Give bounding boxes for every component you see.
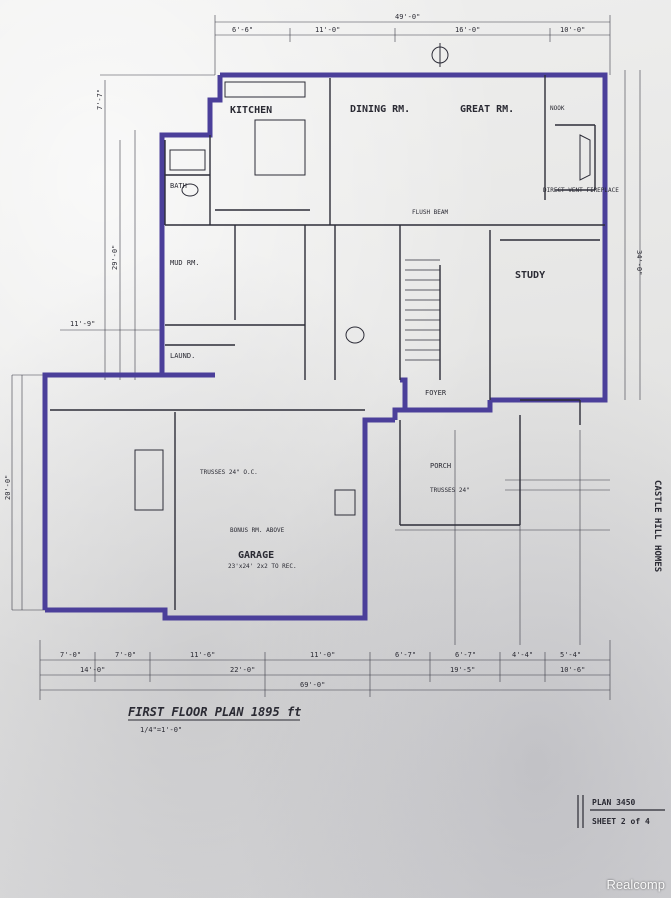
note-nook: NOOK: [550, 105, 565, 112]
room-label-great: GREAT RM.: [460, 104, 514, 115]
plan-scale: 1/4"=1'-0": [140, 726, 182, 734]
dimension-labels: 49'-0" 6'-6" 11'-0" 16'-0" 10'-0" 7'-0" …: [4, 13, 643, 689]
dim-bottom-6: 6'-7": [455, 651, 476, 659]
toilet: [181, 183, 199, 197]
room-label-garage: GARAGE: [238, 550, 274, 561]
plan-title: FIRST FLOOR PLAN 1895 ft: [128, 705, 301, 719]
kitchen-island: [254, 119, 306, 176]
room-label-foyer: FOYER: [425, 389, 447, 397]
fixtures: [134, 43, 591, 516]
room-label-bath: BATH: [170, 182, 187, 190]
interior-walls: [50, 75, 605, 610]
dimension-lines: [11, 15, 641, 700]
dim-left-top: 7'-7": [96, 89, 104, 110]
room-label-study: STUDY: [515, 270, 545, 281]
dim-bottom-row2-d: 10'-6": [560, 666, 585, 674]
note-fireplace: DIRECT VENT FIREPLACE: [543, 187, 619, 194]
powder-toilet: [345, 326, 365, 344]
plan-notes: 23'x24' 2x2 TO REC. TRUSSES 24" O.C. BON…: [200, 105, 619, 570]
dim-top-mid: 11'-0": [315, 26, 340, 34]
note-bonus-room: BONUS RM. ABOVE: [230, 527, 285, 534]
title-block: [577, 795, 665, 828]
dim-bottom-7: 4'-4": [512, 651, 533, 659]
vanity: [169, 149, 206, 171]
dim-bottom-1: 7'-0": [60, 651, 81, 659]
kitchen-counter: [224, 81, 306, 98]
dim-bottom-8: 5'-4": [560, 651, 581, 659]
dim-top-right2: 10'-0": [560, 26, 585, 34]
fireplace: [579, 134, 591, 181]
dim-bottom-2: 7'-0": [115, 651, 136, 659]
stairs: [405, 259, 440, 361]
dim-right-side: 34'-0": [635, 250, 643, 275]
builder-mark: CASTLE HILL HOMES: [652, 480, 662, 572]
dim-left-garage: 20'-0": [4, 475, 12, 500]
garage-stair-landing: [134, 449, 164, 511]
exterior-walls: [42, 72, 608, 621]
room-label-laundry: LAUND.: [170, 352, 195, 360]
realcomp-watermark: Realcomp: [606, 877, 665, 892]
note-porch-trusses: TRUSSES 24": [430, 487, 470, 494]
dim-bottom-3: 11'-6": [190, 651, 215, 659]
dim-top-left: 6'-6": [232, 26, 253, 34]
plan-number: PLAN 3450: [592, 798, 636, 807]
dim-bottom-row2-a: 14'-0": [80, 666, 105, 674]
dim-top-right1: 16'-0": [455, 26, 480, 34]
note-garage-size: 23'x24' 2x2 TO REC.: [228, 563, 297, 570]
sheet-number: SHEET 2 of 4: [592, 817, 650, 826]
dim-bottom-overall: 69'-0": [300, 681, 325, 689]
dim-left-low: 11'-9": [70, 320, 95, 328]
garage-step: [334, 489, 356, 516]
note-garage-trusses: TRUSSES 24" O.C.: [200, 469, 258, 476]
room-labels: KITCHEN DINING RM. GREAT RM. BATH MUD RM…: [170, 104, 545, 561]
dim-bottom-row2-b: 22'-0": [230, 666, 255, 674]
room-label-mudroom: MUD RM.: [170, 259, 200, 267]
note-flush-beam: FLUSH BEAM: [412, 209, 449, 216]
dim-bottom-row2-c: 19'-5": [450, 666, 475, 674]
dim-top-overall: 49'-0": [395, 13, 420, 21]
room-label-porch: PORCH: [430, 462, 451, 470]
room-label-dining: DINING RM.: [350, 104, 410, 115]
dim-left-mid: 29'-0": [111, 245, 119, 270]
dim-bottom-4: 11'-0": [310, 651, 335, 659]
room-label-kitchen: KITCHEN: [230, 105, 272, 116]
dim-bottom-5: 6'-7": [395, 651, 416, 659]
